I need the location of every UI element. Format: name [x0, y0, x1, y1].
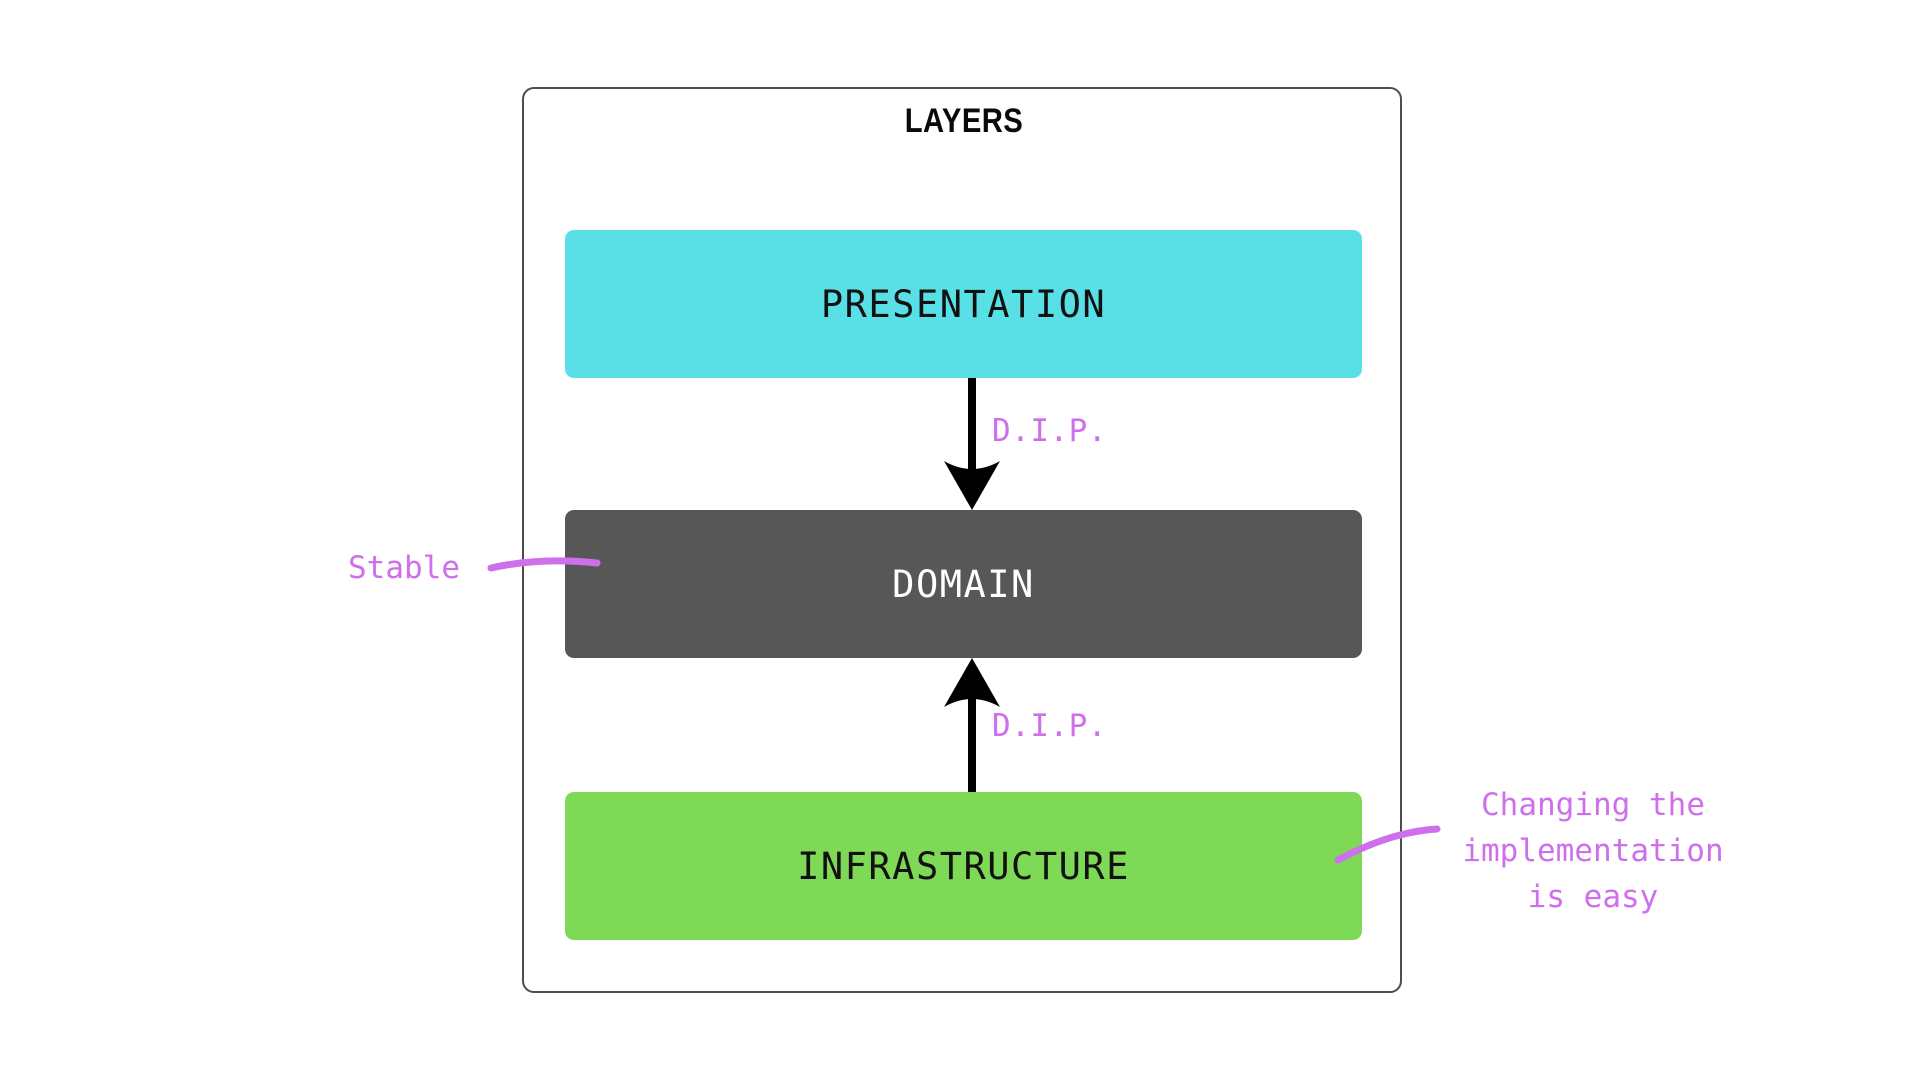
layer-block-domain[interactable]: DOMAIN [565, 510, 1362, 658]
arrow-label-dip-bottom: D.I.P. [992, 708, 1107, 744]
layer-block-infrastructure[interactable]: INFRASTRUCTURE [565, 792, 1362, 940]
diagram-title: LAYERS [904, 102, 1024, 140]
annotation-stable: Stable [348, 550, 460, 586]
layer-label-presentation: PRESENTATION [820, 282, 1107, 326]
layer-label-domain: DOMAIN [892, 562, 1035, 606]
arrow-label-dip-top: D.I.P. [992, 413, 1107, 449]
layer-label-infrastructure: INFRASTRUCTURE [797, 844, 1130, 888]
layer-block-presentation[interactable]: PRESENTATION [565, 230, 1362, 378]
annotation-changing-implementation: Changing the implementation is easy [1462, 787, 1724, 915]
